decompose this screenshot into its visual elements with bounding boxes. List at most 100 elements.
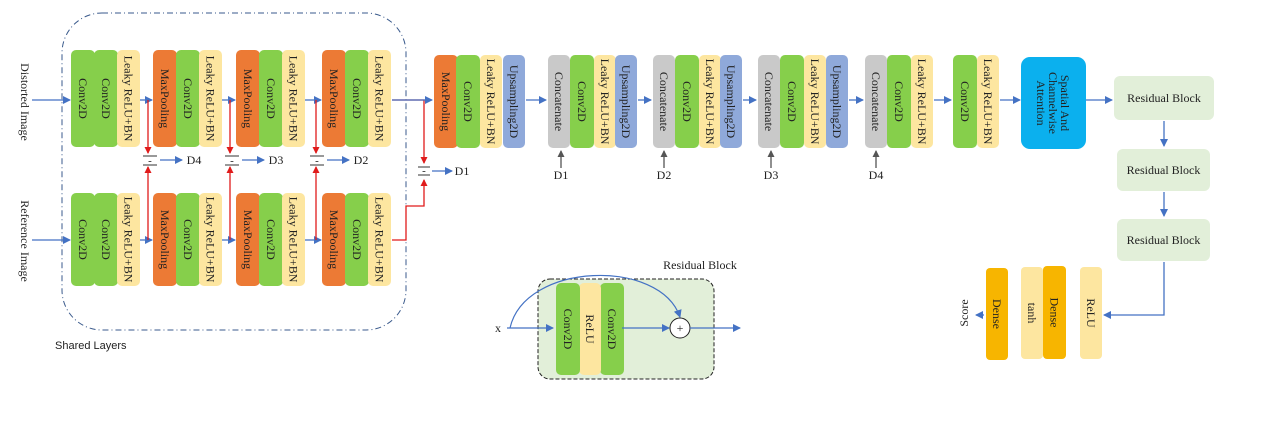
decoder-12-up (720, 55, 742, 148)
decoder-11-lr-label: Leaky ReLU+BN (703, 59, 717, 145)
decoder-5-cat (548, 55, 570, 148)
diff-3-op: - (315, 155, 319, 167)
reference-g2-mp-1 (153, 193, 177, 286)
decoder-20-conv-label: Conv2D (958, 81, 972, 122)
decoder-6-conv (570, 55, 594, 148)
residual-inset-input: x (495, 321, 501, 335)
decoder-13-cat-label: Concatenate (762, 72, 776, 131)
head-dense-2-label: Dense (990, 299, 1004, 329)
distorted-g3-lr-3 (282, 50, 305, 147)
decoder-16-up-label: Upsampling2D (830, 65, 844, 139)
decoder-15-lr-label: Leaky ReLU+BN (808, 59, 822, 145)
decoder-10-conv (675, 55, 699, 148)
distorted-image-label: Distorted Image (18, 63, 32, 141)
decoder-21-lr (977, 55, 999, 148)
distorted-g4-mp-1 (322, 50, 346, 147)
distorted-g4-mp-1-label: MaxPooling (327, 69, 341, 128)
decoder-4-up-label: Upsampling2D (507, 65, 521, 139)
distorted-g1-lr-3-label: Leaky ReLU+BN (122, 56, 136, 142)
distorted-g4-conv-2-label: Conv2D (350, 78, 364, 119)
distorted-g3-conv-2-label: Conv2D (264, 78, 278, 119)
decoder-3-lr-label: Leaky ReLU+BN (484, 59, 498, 145)
shared-layers-region (61, 12, 407, 331)
head-tanh (1021, 267, 1043, 359)
distorted-g3-lr-3-label: Leaky ReLU+BN (287, 56, 301, 142)
residual-block-1 (1114, 76, 1214, 120)
reference-g2-lr-3-label: Leaky ReLU+BN (204, 197, 218, 283)
head-dense-1 (1043, 266, 1066, 359)
residual-inset-title: Residual Block (663, 258, 737, 272)
score-label: Score (957, 299, 971, 326)
distorted-g2-mp-1-label: MaxPooling (158, 69, 172, 128)
diff-2-label: D3 (269, 153, 284, 167)
inset-skip-arrow (509, 274, 682, 329)
decoder-13-cat (758, 55, 780, 148)
decoder-17-cat (865, 55, 887, 148)
distorted-g3-conv-2 (259, 50, 283, 147)
residual-block-3-label: Residual Block (1127, 233, 1201, 247)
residual-block-inset: Residual Block Conv2D ReLU Conv2D x + (495, 258, 741, 380)
diff-1-label: D4 (187, 153, 202, 167)
distorted-g2-lr-3 (199, 50, 222, 147)
skip-1-label: D1 (554, 168, 569, 182)
diff-3-label: D2 (354, 153, 369, 167)
distorted-g4-lr-3 (368, 50, 391, 147)
reference-g2-conv-2-label: Conv2D (181, 219, 195, 260)
reference-g4-mp-1-label: MaxPooling (327, 210, 341, 269)
head-relu (1080, 267, 1102, 359)
decoder-9-cat (653, 55, 675, 148)
decoder-1-mp-label: MaxPooling (439, 72, 453, 131)
reference-g4-conv-2 (345, 193, 369, 286)
decoder-14-conv (780, 55, 804, 148)
inset-conv-1-label: Conv2D (561, 309, 575, 350)
distorted-g1-lr-3 (117, 50, 140, 147)
diff-4-label: D1 (455, 164, 470, 178)
reference-g3-lr-3 (282, 193, 305, 286)
skip-2-label: D2 (657, 168, 672, 182)
head-relu-label: ReLU (1084, 298, 1098, 328)
decoder-11-lr (699, 55, 721, 148)
decoder-19-lr (911, 55, 933, 148)
distorted-g3-mp-1-label: MaxPooling (241, 69, 255, 128)
residual-3-to-head (1103, 262, 1165, 319)
reference-g1-conv-1-label: Conv2D (76, 219, 90, 260)
decoder-3-lr (480, 55, 502, 148)
distorted-g2-mp-1 (153, 50, 177, 147)
decoder-10-conv-label: Conv2D (680, 81, 694, 122)
diff-2-op: - (230, 155, 234, 167)
shared-layers-label: Shared Layers (55, 340, 127, 352)
skip-3-label: D3 (764, 168, 779, 182)
reference-image-label: Reference Image (18, 200, 32, 282)
inset-relu-label: ReLU (583, 314, 597, 344)
distorted-g1-conv-2 (94, 50, 118, 147)
inset-conv-2-label: Conv2D (605, 309, 619, 350)
diff-1-op: - (148, 155, 152, 167)
reference-g2-conv-2 (176, 193, 200, 286)
decoder-18-conv (887, 55, 911, 148)
decoder-8-up (615, 55, 637, 148)
decoder-20-conv (953, 55, 977, 148)
reference-g1-conv-1 (71, 193, 95, 286)
skip-4-label: D4 (869, 168, 884, 182)
head-dense-2 (986, 268, 1008, 360)
inset-add-symbol: + (677, 321, 684, 335)
reference-g4-conv-2-label: Conv2D (350, 219, 364, 260)
reference-g3-lr-3-label: Leaky ReLU+BN (287, 197, 301, 283)
head-dense-1-label: Dense (1048, 298, 1062, 328)
decoder-16-up (826, 55, 848, 148)
distorted-g1-conv-2-label: Conv2D (99, 78, 113, 119)
attention-block (1021, 57, 1086, 149)
reference-g4-lr-3 (368, 193, 391, 286)
decoder-7-lr (594, 55, 616, 148)
decoder-18-conv-label: Conv2D (892, 81, 906, 122)
decoder-9-cat-label: Concatenate (657, 72, 671, 131)
decoder-4-up (503, 55, 525, 148)
reference-g3-conv-2 (259, 193, 283, 286)
diff-4-op: - (422, 165, 426, 177)
decoder-1-mp (434, 55, 458, 148)
distorted-g1-conv-1-label: Conv2D (76, 78, 90, 119)
attention-label: Spatial AndChannelwiseAttention (1034, 72, 1072, 134)
decoder-7-lr-label: Leaky ReLU+BN (598, 59, 612, 145)
